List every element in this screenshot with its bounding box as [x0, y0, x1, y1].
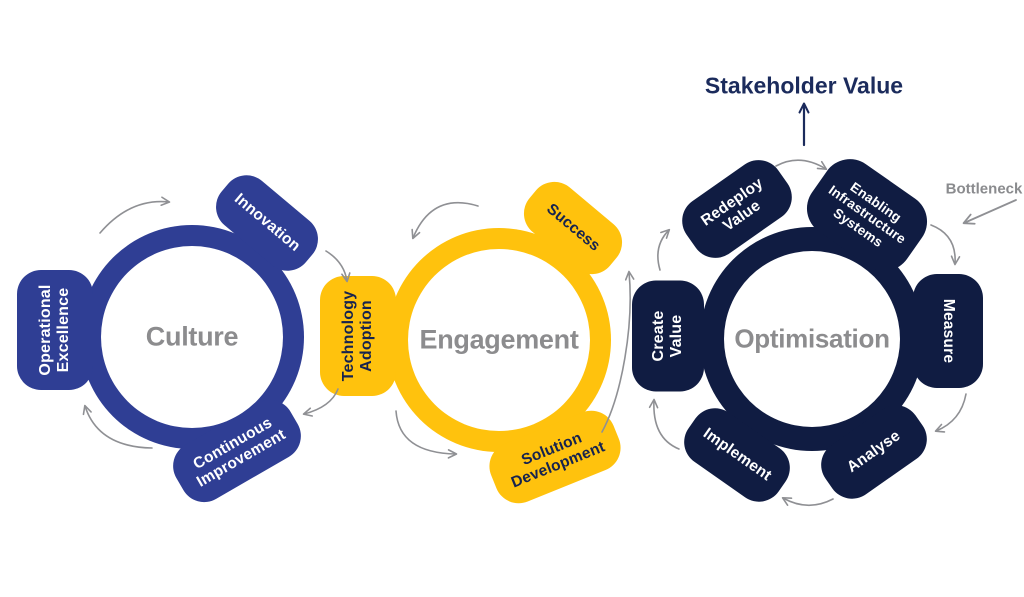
bottleneck-arrow — [962, 199, 1017, 225]
culture-label: Culture — [145, 321, 239, 352]
arrow-optimisation-top — [775, 159, 828, 171]
petal-operational-excellence: Operational Excellence — [17, 270, 93, 390]
bottleneck-label: Bottleneck — [945, 180, 1023, 198]
engagement-ring-inner — [408, 249, 590, 431]
arrow-optimisation-upper-left — [657, 228, 671, 271]
optimisation-label: Optimisation — [734, 323, 890, 354]
stakeholder-value-label: Stakeholder Value — [704, 72, 904, 99]
arrow-optimisation-lower-right — [934, 393, 967, 433]
optimisation-ring-inner — [724, 251, 900, 427]
arrow-optimisation-lower-left — [648, 398, 680, 450]
culture-ring-inner — [101, 246, 283, 428]
petal-technology-adoption: Technology Adoption — [320, 276, 396, 396]
arrow-culture-top — [99, 196, 171, 234]
petal-create-value: Create Value — [632, 280, 704, 392]
engagement-label: Engagement — [419, 324, 579, 355]
petal-measure: Measure — [913, 274, 983, 388]
arrow-optimisation-upper-right — [930, 224, 961, 266]
arrow-optimisation-bottom — [781, 496, 834, 507]
